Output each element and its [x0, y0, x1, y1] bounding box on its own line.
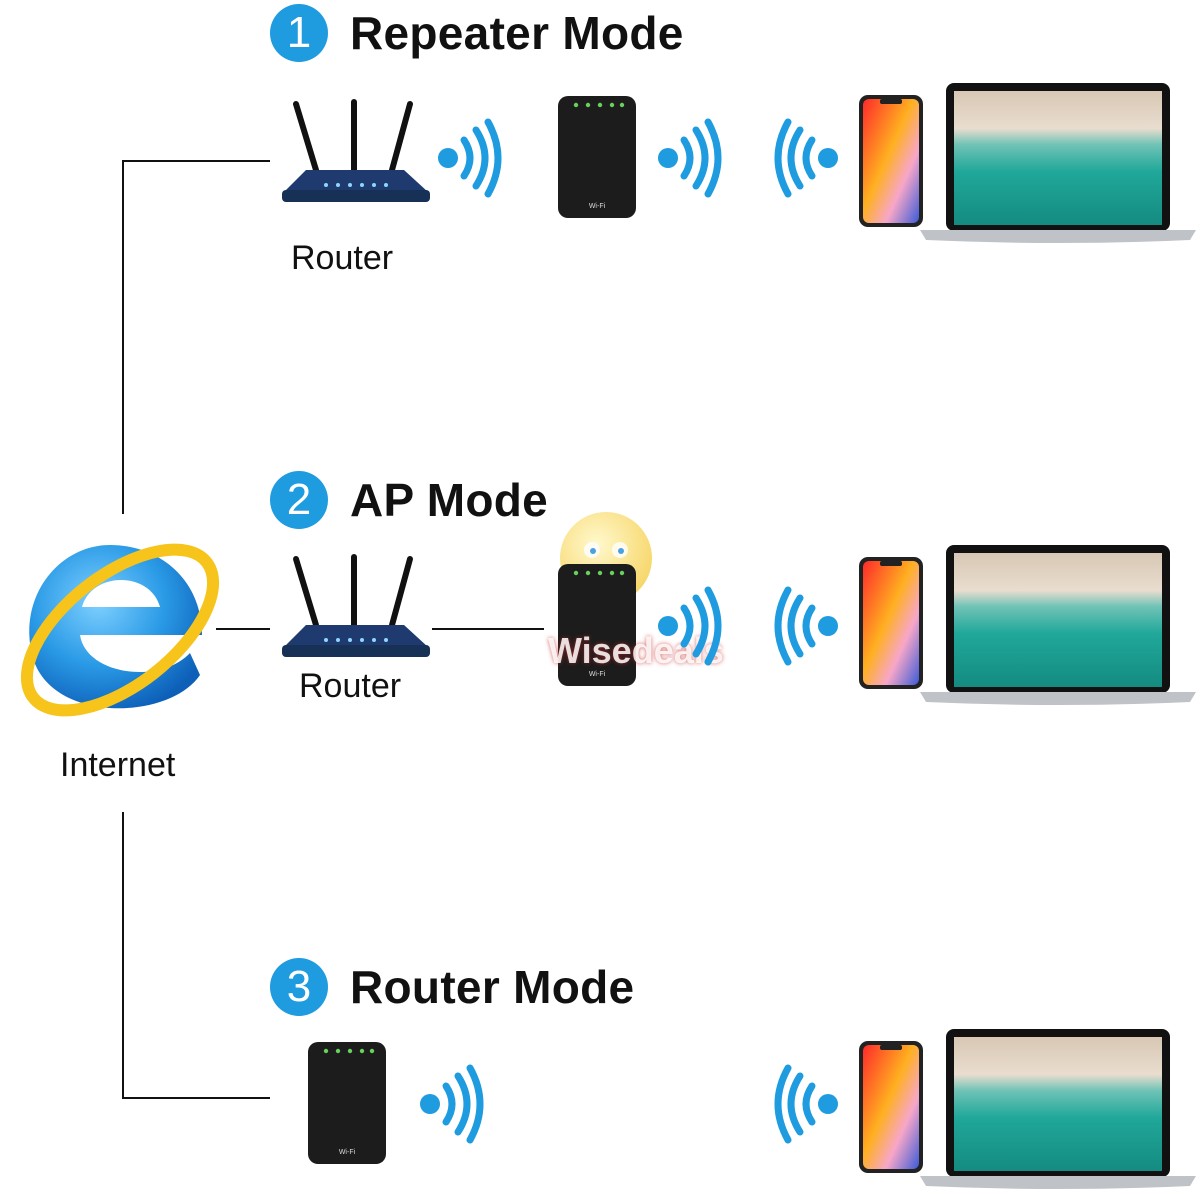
mode-1-title: Repeater Mode — [350, 7, 684, 59]
wifi-repeater-device: Wi-Fi — [558, 96, 636, 218]
connector-line-middle-right — [432, 628, 544, 630]
mode-1-header: 1 Repeater Mode — [270, 3, 684, 63]
smartphone-icon — [859, 95, 923, 227]
internet-explorer-icon — [20, 543, 220, 717]
wifi-router-device: Wi-Fi — [308, 1042, 386, 1164]
wifi-signal-icon — [774, 118, 838, 198]
smartphone-icon — [859, 1041, 923, 1173]
mode-2-title: AP Mode — [350, 474, 549, 526]
mode-3-title: Router Mode — [350, 961, 635, 1013]
router-icon — [282, 99, 430, 202]
wifi-signal-icon — [658, 118, 722, 198]
wifi-signal-icon — [774, 586, 838, 666]
mode-3-number-badge: 3 — [270, 958, 328, 1016]
laptop-icon — [920, 83, 1196, 243]
connector-line-top-horizontal — [122, 160, 270, 162]
wifi-signal-icon — [774, 1064, 838, 1144]
wifi-signal-icon — [438, 118, 502, 198]
svg-text:Wi-Fi: Wi-Fi — [339, 1149, 356, 1156]
connector-line-top-vertical — [122, 160, 124, 514]
mode-3-header: 3 Router Mode — [270, 957, 634, 1017]
router-icon — [282, 554, 430, 657]
wifi-signal-icon — [658, 586, 722, 666]
laptop-icon — [920, 1029, 1196, 1189]
svg-text:Wi-Fi: Wi-Fi — [589, 671, 606, 678]
mode-1-router-label: Router — [291, 239, 394, 277]
connector-line-bottom-vertical — [122, 812, 124, 1098]
connector-line-middle-left — [216, 628, 270, 630]
mode-2-header: 2 AP Mode — [270, 470, 548, 530]
smartphone-icon — [859, 557, 923, 689]
mode-2-router-label: Router — [299, 667, 402, 705]
internet-label: Internet — [60, 746, 176, 784]
laptop-icon — [920, 545, 1196, 705]
mode-2-number-badge: 2 — [270, 471, 328, 529]
mode-1-number-badge: 1 — [270, 4, 328, 62]
wifi-access-point-device: Wi-Fi — [558, 564, 636, 686]
connector-line-bottom-horizontal — [122, 1097, 270, 1099]
svg-text:Wi-Fi: Wi-Fi — [589, 203, 606, 210]
wifi-signal-icon — [420, 1064, 484, 1144]
